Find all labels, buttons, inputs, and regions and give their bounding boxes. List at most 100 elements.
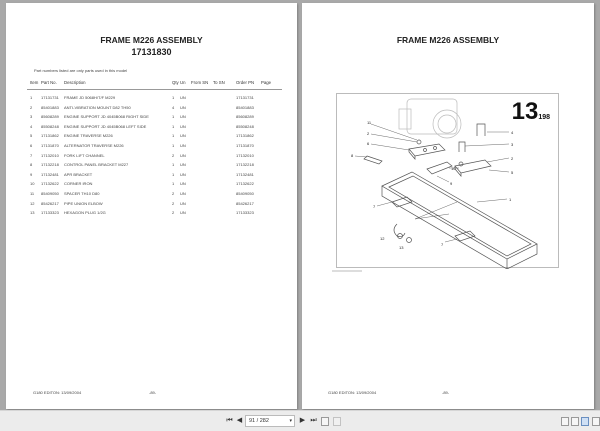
- part-no: 17131731: [41, 95, 59, 100]
- col-to-sn: To SN: [213, 80, 225, 85]
- part-no: 17132481: [41, 171, 59, 177]
- item-num: 2: [30, 104, 33, 110]
- description: PIPE UNION ELBOW: [64, 200, 103, 206]
- unit: UN: [180, 152, 186, 158]
- two-page-view-icon[interactable]: [581, 417, 589, 426]
- item-num: 4: [30, 123, 33, 129]
- order-pn: 17132218: [236, 162, 254, 168]
- unit: UN: [180, 171, 186, 177]
- viewer-toolbar: ⏮ ◀ 91 / 282 ▾ ▶ ⏭: [0, 410, 600, 431]
- item-num: 1: [30, 95, 33, 100]
- col-part-no: Part No.: [41, 80, 57, 85]
- unit: UN: [180, 181, 186, 187]
- qty: 2: [172, 190, 175, 196]
- next-page-button[interactable]: ▶: [299, 417, 306, 424]
- unit: UN: [180, 190, 186, 196]
- page-title: FRAME M226 ASSEMBLY: [100, 35, 203, 45]
- order-pn: 17132622: [236, 181, 254, 187]
- order-pn: 17132481: [236, 171, 254, 177]
- first-page-button[interactable]: ⏮: [226, 417, 233, 424]
- order-pn: 85409050: [236, 190, 254, 196]
- single-page-view-icon[interactable]: [561, 417, 569, 426]
- chevron-down-icon[interactable]: ▾: [289, 418, 292, 424]
- qty: 1: [172, 114, 175, 120]
- item-num: 11: [30, 190, 35, 196]
- continuous-view-icon[interactable]: [571, 417, 579, 426]
- unit: UN: [180, 95, 186, 100]
- part-no: 17131862: [41, 133, 59, 139]
- description: ENGINE SUPPORT JD 4045B068 RIGHT SIDE: [64, 114, 149, 120]
- callout-1: 1: [509, 197, 512, 202]
- parts-note: Part numbers listed are only parts used …: [34, 68, 128, 73]
- part-no: 85409050: [41, 190, 59, 196]
- callout-8: 8: [351, 153, 354, 158]
- unit: UN: [180, 200, 186, 206]
- col-page: Page: [261, 80, 272, 85]
- callout-7b: 7: [441, 242, 444, 247]
- item-num: 10: [30, 181, 35, 187]
- unit: UN: [180, 142, 186, 148]
- callout-4: 4: [511, 130, 514, 135]
- order-pn: 85401883: [236, 104, 254, 110]
- description: ENGINE SUPPORT JD 4045B068 LEFT SIDE: [64, 123, 147, 129]
- last-page-button[interactable]: ⏭: [310, 417, 317, 424]
- page-indicator: 91 / 282: [249, 418, 269, 424]
- page-number-input[interactable]: 91 / 282 ▾: [245, 415, 295, 427]
- page-title: FRAME M226 ASSEMBLY: [396, 35, 500, 45]
- qty: 1: [172, 171, 175, 177]
- description: FORK LIFT CHANNEL: [64, 152, 105, 158]
- callout-9: 9: [450, 181, 453, 186]
- description: ANTI-VIBRATION MOUNT D82 TH50: [64, 104, 131, 110]
- item-num: 8: [30, 162, 33, 168]
- qty: 1: [172, 162, 175, 168]
- edition-footer: G180 EDITON: 13/09/2004: [328, 390, 377, 395]
- header-divider: [27, 89, 282, 90]
- callout-2b: 2: [511, 156, 514, 161]
- frame-assembly-drawing: 11 2 6 8 10 4 3 2 5 9 1 7 12 13 7: [351, 98, 538, 269]
- figure-caption: [332, 270, 362, 272]
- col-un: Un: [180, 80, 186, 85]
- part-no: 85426217: [41, 200, 59, 206]
- unit: UN: [180, 114, 186, 120]
- qty: 2: [172, 200, 175, 206]
- callout-11: 11: [367, 120, 372, 125]
- unit: UN: [180, 210, 186, 216]
- item-num: 13: [30, 210, 35, 216]
- left-page: FRAME M226 ASSEMBLY 17131830 Part number…: [6, 3, 297, 409]
- page-number-footer: -89-: [442, 390, 450, 395]
- part-no: 85508248: [41, 123, 59, 129]
- part-no: 17132010: [41, 152, 59, 158]
- order-pn: 17131862: [236, 133, 254, 139]
- prev-page-button[interactable]: ◀: [236, 417, 243, 424]
- order-pn: 17133323: [236, 210, 254, 216]
- two-page-continuous-view-icon[interactable]: [592, 417, 600, 426]
- order-pn: 85508248: [236, 123, 254, 129]
- item-num: 3: [30, 114, 33, 120]
- callout-3: 3: [511, 142, 514, 147]
- description: HEXAGON PLUG 1/2G: [64, 210, 106, 216]
- callout-5: 5: [511, 170, 514, 175]
- table-row: 4 85508248 ENGINE SUPPORT JD 4045B068 LEFT…: [6, 124, 297, 134]
- page-number-footer: -89-: [149, 390, 157, 395]
- order-pn: 85426217: [236, 200, 254, 206]
- item-num: 5: [30, 133, 33, 139]
- col-from-sn: From SN: [191, 80, 209, 85]
- unit: UN: [180, 162, 186, 168]
- description: ENGINE TRAVERSE M226: [64, 133, 113, 139]
- paste-icon[interactable]: [333, 417, 341, 426]
- table-header: Item Part No. Description Qty Un From SN…: [6, 80, 297, 88]
- edition-footer: G180 EDITON: 13/09/2004: [33, 390, 82, 395]
- qty: 2: [172, 152, 175, 158]
- copy-icon[interactable]: [321, 417, 329, 426]
- qty: 1: [172, 95, 175, 100]
- callout-6: 6: [367, 141, 370, 146]
